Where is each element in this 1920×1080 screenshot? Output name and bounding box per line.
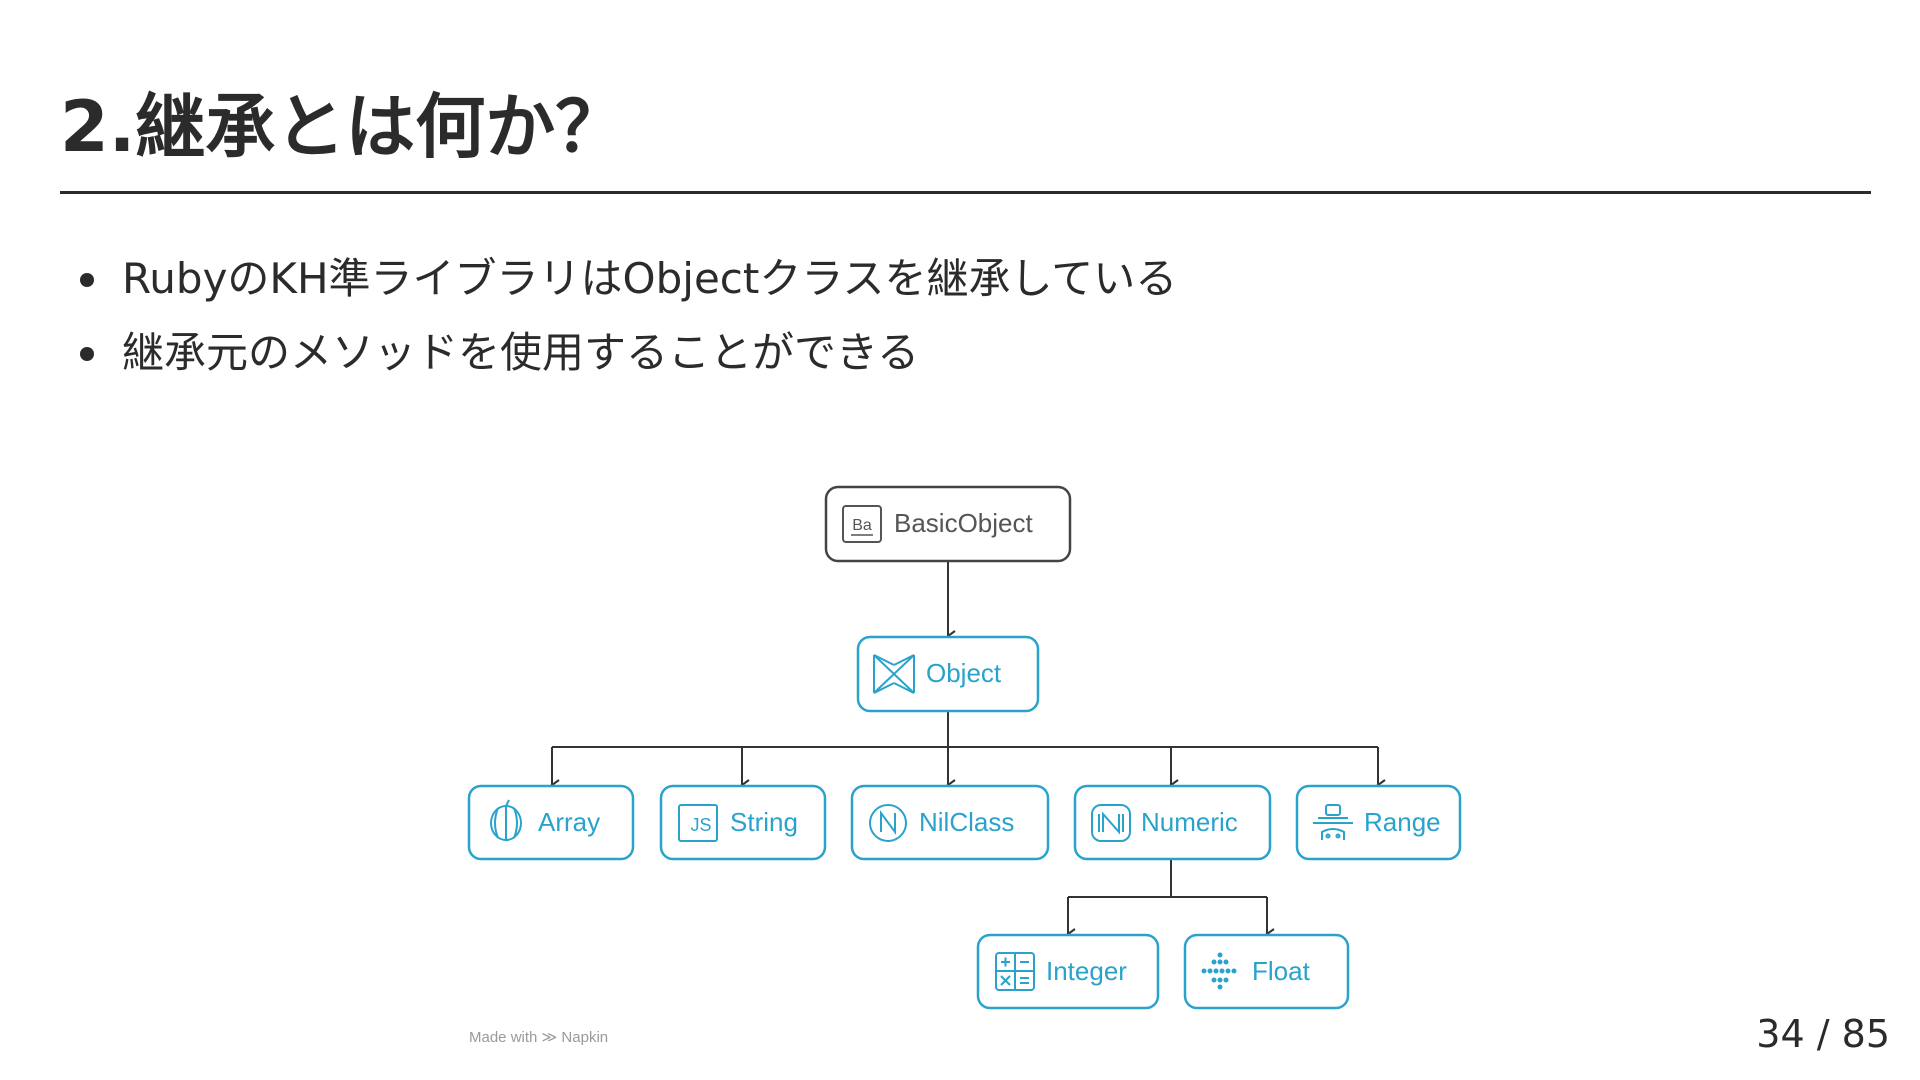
node-nilclass: NilClass xyxy=(850,784,1050,861)
title-underline xyxy=(60,191,1871,194)
page-separator: / xyxy=(1816,1012,1830,1056)
object-icon xyxy=(873,654,915,694)
bullet-item: 継承元のメソッドを使用することができる xyxy=(76,316,1177,390)
node-array: Array xyxy=(467,784,635,861)
node-object: Object xyxy=(856,635,1040,713)
bullet-dot xyxy=(80,273,94,287)
n-bracket-icon xyxy=(1091,804,1131,842)
node-label: Range xyxy=(1364,807,1441,837)
slide-title: 2.継承とは何か？ xyxy=(60,86,626,168)
napkin-made-with: Made with xyxy=(469,1029,538,1046)
napkin-credit: Made with ≫ Napkin xyxy=(469,1028,608,1046)
node-label: String xyxy=(730,807,798,837)
svg-text:Ba: Ba xyxy=(852,517,872,534)
node-label: Object xyxy=(926,658,1002,688)
node-numeric: Numeric xyxy=(1073,784,1272,861)
node-label: Float xyxy=(1252,956,1311,986)
bullet-dot xyxy=(80,347,94,361)
node-integer: Integer xyxy=(976,933,1160,1010)
basicobject-icon: Ba xyxy=(842,505,882,543)
page-current: 34 xyxy=(1756,1012,1805,1056)
page-number: 34 / 85 xyxy=(1756,1012,1890,1056)
bullet-item: RubyのKH準ライブラリはObjectクラスを継承している xyxy=(76,242,1177,316)
dots-icon xyxy=(1201,952,1237,990)
page-total: 85 xyxy=(1841,1012,1890,1056)
range-icon xyxy=(1313,804,1353,840)
svg-text:JS: JS xyxy=(690,815,711,835)
n-circle-icon xyxy=(869,804,907,842)
array-icon xyxy=(490,799,522,841)
node-label: BasicObject xyxy=(894,508,1033,538)
node-range: Range xyxy=(1295,784,1462,861)
node-label: Array xyxy=(538,807,600,837)
bullet-text: 継承元のメソッドを使用することができる xyxy=(122,328,920,377)
calculator-icon xyxy=(995,952,1035,991)
node-float: Float xyxy=(1183,933,1350,1010)
bullet-text: RubyのKH準ライブラリはObjectクラスを継承している xyxy=(122,254,1178,303)
js-icon: JS xyxy=(678,804,718,842)
node-label: NilClass xyxy=(919,807,1014,837)
diagram-edges xyxy=(550,562,1386,940)
napkin-logo-icon: ≫ xyxy=(541,1029,558,1046)
node-basicobject: Ba BasicObject xyxy=(824,485,1072,563)
bullet-list: RubyのKH準ライブラリはObjectクラスを継承している 継承元のメソッドを… xyxy=(76,242,1177,390)
node-string: JS String xyxy=(659,784,827,861)
napkin-brand: Napkin xyxy=(561,1029,609,1046)
node-label: Numeric xyxy=(1141,807,1238,837)
node-label: Integer xyxy=(1046,956,1127,986)
